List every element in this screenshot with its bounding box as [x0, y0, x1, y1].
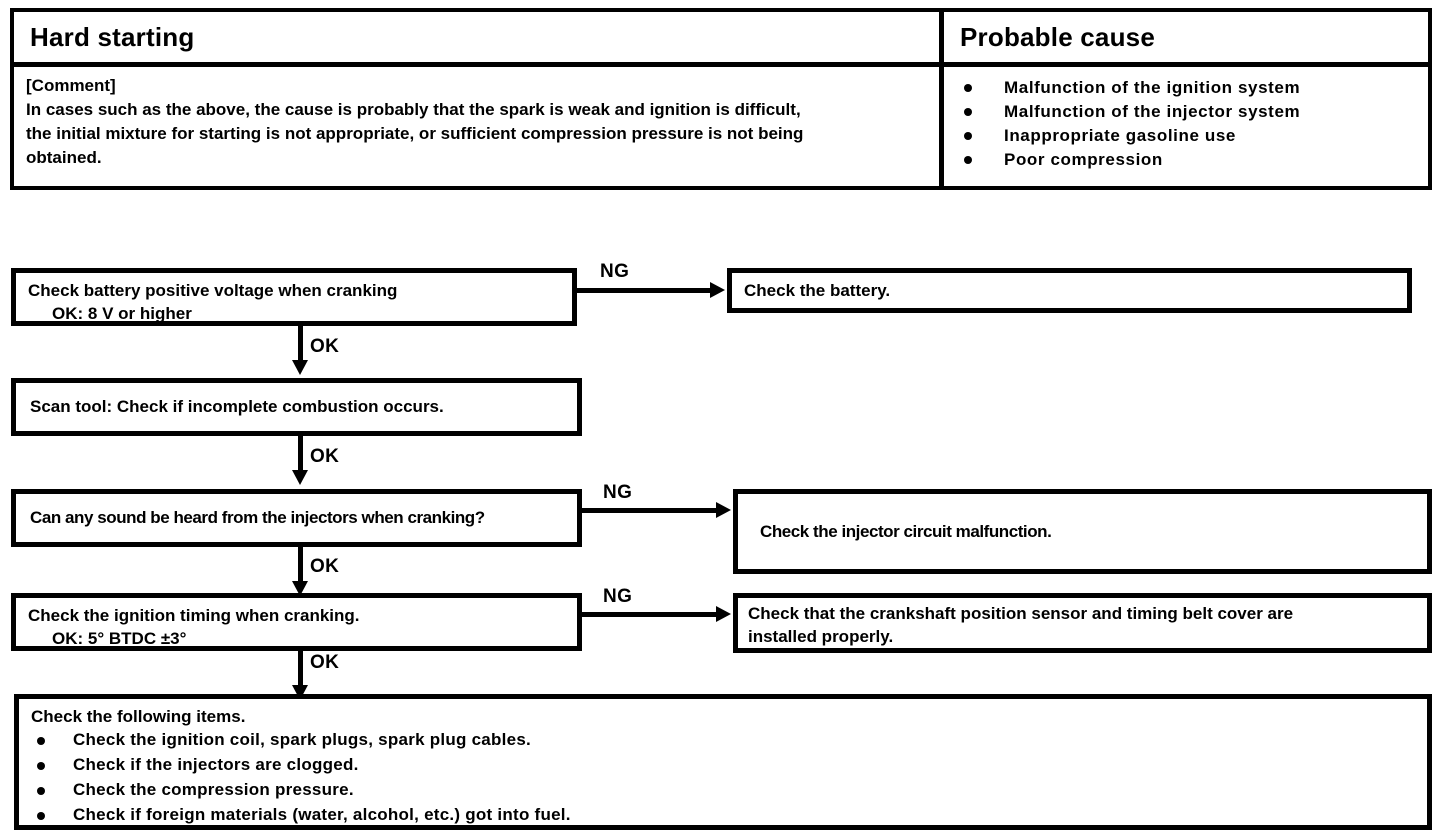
- flow-edge-step3-ok-arrowhead: [292, 581, 308, 596]
- comment-line-1: In cases such as the above, the cause is…: [26, 100, 801, 120]
- flow-edge-step2-ok-arrowhead: [292, 470, 308, 485]
- flow-edge-step4-ng-line: [582, 612, 716, 617]
- flow-edge-label-ng: NG: [603, 482, 633, 503]
- flow-step-3-box: Can any sound be heard from the injector…: [11, 489, 582, 547]
- probable-cause-cell: Malfunction of the ignition system Malfu…: [939, 67, 1428, 186]
- final-item-label: Check the ignition coil, spark plugs, sp…: [73, 730, 531, 750]
- flow-step-4-ng-target-line-1: Check that the crankshaft position senso…: [748, 604, 1294, 623]
- flow-edge-step4-ng-arrowhead: [716, 606, 731, 622]
- symptom-header-label: Hard starting: [30, 21, 195, 52]
- flow-step-4-ng-target-line-2: installed properly.: [748, 627, 894, 647]
- final-item-label: Check if foreign materials (water, alcoh…: [73, 805, 571, 825]
- flow-step-4-ok-spec: OK: 5° BTDC ±3°: [28, 627, 567, 650]
- flow-step-4-line-1: Check the ignition timing when cranking.: [28, 606, 360, 625]
- cause-label: Malfunction of the ignition system: [1004, 78, 1301, 97]
- flow-step-2-box: Scan tool: Check if incomplete combustio…: [11, 378, 582, 436]
- flow-final-title: Check the following items.: [31, 707, 246, 726]
- flow-step-3-line-1: Can any sound be heard from the injector…: [30, 508, 485, 528]
- bullet-icon: [964, 131, 972, 140]
- bullet-icon: [37, 787, 45, 796]
- flow-final-items-box: Check the following items. Check the ign…: [14, 694, 1432, 830]
- flow-edge-step1-ok-arrowhead: [292, 360, 308, 375]
- probable-cause-list: Malfunction of the ignition system Malfu…: [960, 76, 1416, 172]
- flow-step-4-ng-target-box: Check that the crankshaft position senso…: [733, 593, 1432, 653]
- list-item: Check the ignition coil, spark plugs, sp…: [31, 728, 1417, 753]
- flow-edge-step3-ng-arrowhead: [716, 502, 731, 518]
- comment-cell: [Comment] In cases such as the above, th…: [14, 67, 939, 186]
- table-header-cause-cell: Probable cause: [939, 12, 1428, 67]
- final-item-label: Check if the injectors are clogged.: [73, 755, 359, 775]
- list-item: Check the compression pressure.: [31, 778, 1417, 803]
- flow-step-1-box: Check battery positive voltage when cran…: [11, 268, 577, 326]
- bullet-icon: [964, 155, 972, 164]
- flow-edge-label-ok: OK: [310, 336, 340, 357]
- comment-line-3: obtained.: [26, 148, 102, 168]
- flow-step-1-ok-label: OK:: [52, 304, 84, 324]
- flow-step-4-ok-value: 5° BTDC ±3°: [87, 629, 187, 649]
- list-item: Inappropriate gasoline use: [960, 124, 1416, 148]
- flow-step-1-ng-target-label: Check the battery.: [744, 281, 891, 300]
- cause-label: Malfunction of the injector system: [1004, 101, 1301, 121]
- bullet-icon: [964, 107, 972, 116]
- flow-step-1-ok-spec: OK: 8 V or higher: [28, 302, 562, 325]
- flow-edge-step1-ng-line: [577, 288, 710, 293]
- flow-edge-step1-ng-arrowhead: [710, 282, 725, 298]
- cause-label: Poor compression: [1004, 149, 1163, 169]
- final-item-label: Check the compression pressure.: [73, 780, 354, 800]
- flow-step-3-ng-target-box: Check the injector circuit malfunction.: [733, 489, 1432, 574]
- list-item: Malfunction of the ignition system: [960, 76, 1416, 100]
- flow-edge-step3-ok-line: [298, 547, 303, 585]
- list-item: Poor compression: [960, 148, 1416, 172]
- flow-edge-label-ok: OK: [310, 652, 340, 673]
- flow-step-1-line-1: Check battery positive voltage when cran…: [28, 281, 398, 300]
- list-item: Check if foreign materials (water, alcoh…: [31, 803, 1417, 828]
- flow-edge-step3-ng-line: [582, 508, 716, 513]
- cause-label: Inappropriate gasoline use: [1004, 125, 1236, 145]
- flow-step-4-ok-label: OK:: [52, 629, 84, 649]
- flow-edge-label-ng: NG: [600, 261, 630, 282]
- bullet-icon: [37, 737, 45, 746]
- probable-cause-header-label: Probable cause: [960, 21, 1155, 52]
- flow-step-2-line-1: Scan tool: Check if incomplete combustio…: [30, 397, 444, 417]
- bullet-icon: [964, 84, 972, 92]
- bullet-icon: [37, 812, 45, 821]
- flow-final-items-list: Check the ignition coil, spark plugs, sp…: [31, 728, 1417, 828]
- list-item: Malfunction of the injector system: [960, 100, 1416, 124]
- flow-step-4-box: Check the ignition timing when cranking.…: [11, 593, 582, 651]
- table-header-symptom-cell: Hard starting: [14, 12, 939, 67]
- flow-edge-label-ng: NG: [603, 586, 633, 607]
- comment-line-2: the initial mixture for starting is not …: [26, 124, 804, 144]
- symptom-probable-cause-table: Hard starting Probable cause [Comment] I…: [10, 8, 1432, 190]
- flow-step-1-ok-value: 8 V or higher: [87, 304, 192, 324]
- flow-edge-step4-ok-line: [298, 651, 303, 689]
- list-item: Check if the injectors are clogged.: [31, 753, 1417, 778]
- flow-step-3-ng-target-label: Check the injector circuit malfunction.: [760, 521, 1052, 541]
- flow-edge-label-ok: OK: [310, 446, 340, 467]
- flow-edge-step1-ok-line: [298, 326, 303, 364]
- flow-edge-label-ok: OK: [310, 556, 340, 577]
- bullet-icon: [37, 762, 45, 771]
- flow-step-1-ng-target-box: Check the battery.: [727, 268, 1412, 313]
- flow-edge-step2-ok-line: [298, 436, 303, 474]
- comment-label: [Comment]: [26, 76, 116, 95]
